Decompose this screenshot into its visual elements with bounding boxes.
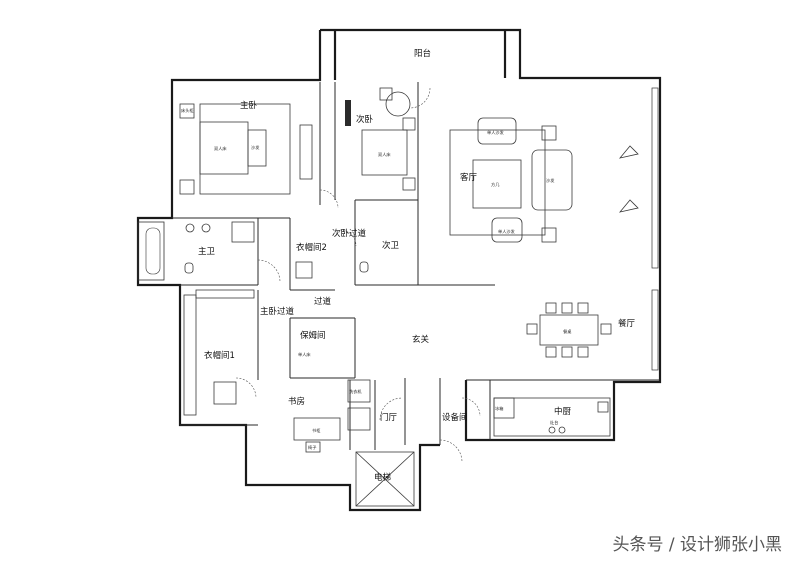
second-bedroom-furniture [361, 87, 416, 191]
label-passage: 过道 [314, 296, 332, 307]
label-fridge: 冰箱 [495, 405, 503, 412]
living-room-furniture [449, 117, 639, 243]
kitchen-furniture [493, 397, 611, 437]
label-living-room: 客厅 [460, 172, 478, 183]
label-second-bath: 次卫 [382, 240, 400, 251]
label-dining-room: 餐厅 [618, 319, 636, 329]
bath-fixtures [184, 221, 371, 431]
label-tea-table: 方几 [491, 181, 500, 188]
label-second-bedroom: 次卧 [356, 114, 374, 125]
door-swings [235, 87, 481, 463]
label-elevator: 电梯 [374, 472, 392, 483]
watermark: 头条号 / 设计狮张小黑 [612, 535, 782, 555]
furniture-labels: 双人床 沙发 双人床 方几 单人沙发 单人沙发 沙发 餐桌 书柜 椅子 单人床 … [181, 107, 572, 450]
interior-walls [172, 82, 660, 450]
elevator-shaft [355, 451, 415, 507]
label-living-sofa: 沙发 [546, 177, 555, 184]
label-master-sofa: 沙发 [251, 144, 260, 151]
label-washer: 洗衣机 [349, 388, 362, 395]
label-dining-table: 餐桌 [563, 328, 572, 335]
dining-furniture [526, 302, 612, 358]
label-kitchen: 中厨 [554, 406, 572, 417]
label-master-passage: 主卧过道 [260, 306, 295, 317]
label-equipment-room: 设备间 [442, 412, 468, 423]
label-study-chair: 椅子 [308, 444, 316, 450]
label-single-sofa-bottom: 单人沙发 [498, 228, 516, 235]
label-nightstand: 床头柜 [181, 107, 194, 114]
label-cloakroom-2: 衣帽间2 [296, 242, 327, 253]
label-entry-hall: 门厅 [380, 412, 398, 423]
label-cloakroom-1: 衣帽间1 [204, 350, 235, 361]
label-study: 书房 [288, 396, 305, 407]
room-labels: 阳台 主卧 次卧 客厅 主卫 衣帽间2 次卧过道 次卫 主卧过道 过道 保姆间 … [198, 48, 636, 483]
master-bedroom-furniture [179, 103, 313, 195]
label-bookcase: 书柜 [312, 427, 320, 434]
windows [137, 87, 659, 371]
label-master-bed: 双人床 [214, 145, 227, 152]
label-master-bedroom: 主卧 [240, 100, 258, 111]
cloakroom-1-furniture [183, 289, 255, 416]
label-nanny-room: 保姆间 [300, 330, 326, 341]
label-stove: 灶台 [550, 419, 558, 426]
label-single-bed: 单人床 [298, 351, 311, 358]
label-second-bedroom-passage: 次卧过道 [332, 228, 367, 239]
label-second-bed: 双人床 [378, 151, 391, 158]
label-master-bath: 主卫 [198, 246, 216, 257]
label-balcony: 阳台 [414, 48, 431, 59]
study-furniture [293, 417, 341, 453]
label-single-sofa-top: 单人沙发 [487, 129, 505, 136]
exterior-walls [136, 28, 662, 512]
label-foyer: 玄关 [412, 334, 430, 345]
